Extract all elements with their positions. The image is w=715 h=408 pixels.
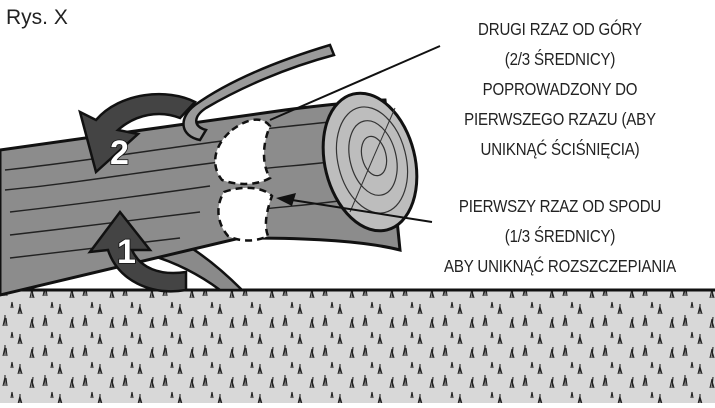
ground bbox=[0, 290, 715, 403]
bottom-cut-caption: PIERWSZY RZAZ OD SPODU (1/3 ŚREDNICY) AB… bbox=[416, 191, 705, 281]
step-number-2: 2 bbox=[110, 134, 129, 172]
bottom-cut-line: ABY UNIKNĄĆ ROZSZCZEPIANIA bbox=[416, 251, 705, 281]
step-number-1: 1 bbox=[117, 233, 136, 271]
top-cut-caption: DRUGI RZAZ OD GÓRY (2/3 ŚREDNICY) POPROW… bbox=[416, 14, 705, 164]
top-cut-line: DRUGI RZAZ OD GÓRY bbox=[416, 14, 705, 44]
figure-label: Rys. X bbox=[6, 6, 68, 30]
bottom-cut-line: (1/3 ŚREDNICY) bbox=[416, 221, 705, 251]
ground-grass bbox=[0, 290, 715, 403]
top-cut-line: PIERWSZEGO RZAZU (ABY bbox=[416, 104, 705, 134]
top-cut-line: POPROWADZONY DO bbox=[416, 74, 705, 104]
top-cut-line: (2/3 ŚREDNICY) bbox=[416, 44, 705, 74]
bottom-cut-zone bbox=[218, 188, 272, 241]
top-cut-line: UNIKNĄĆ ŚCIŚNIĘCIA) bbox=[416, 134, 705, 164]
bottom-cut-line: PIERWSZY RZAZ OD SPODU bbox=[416, 191, 705, 221]
